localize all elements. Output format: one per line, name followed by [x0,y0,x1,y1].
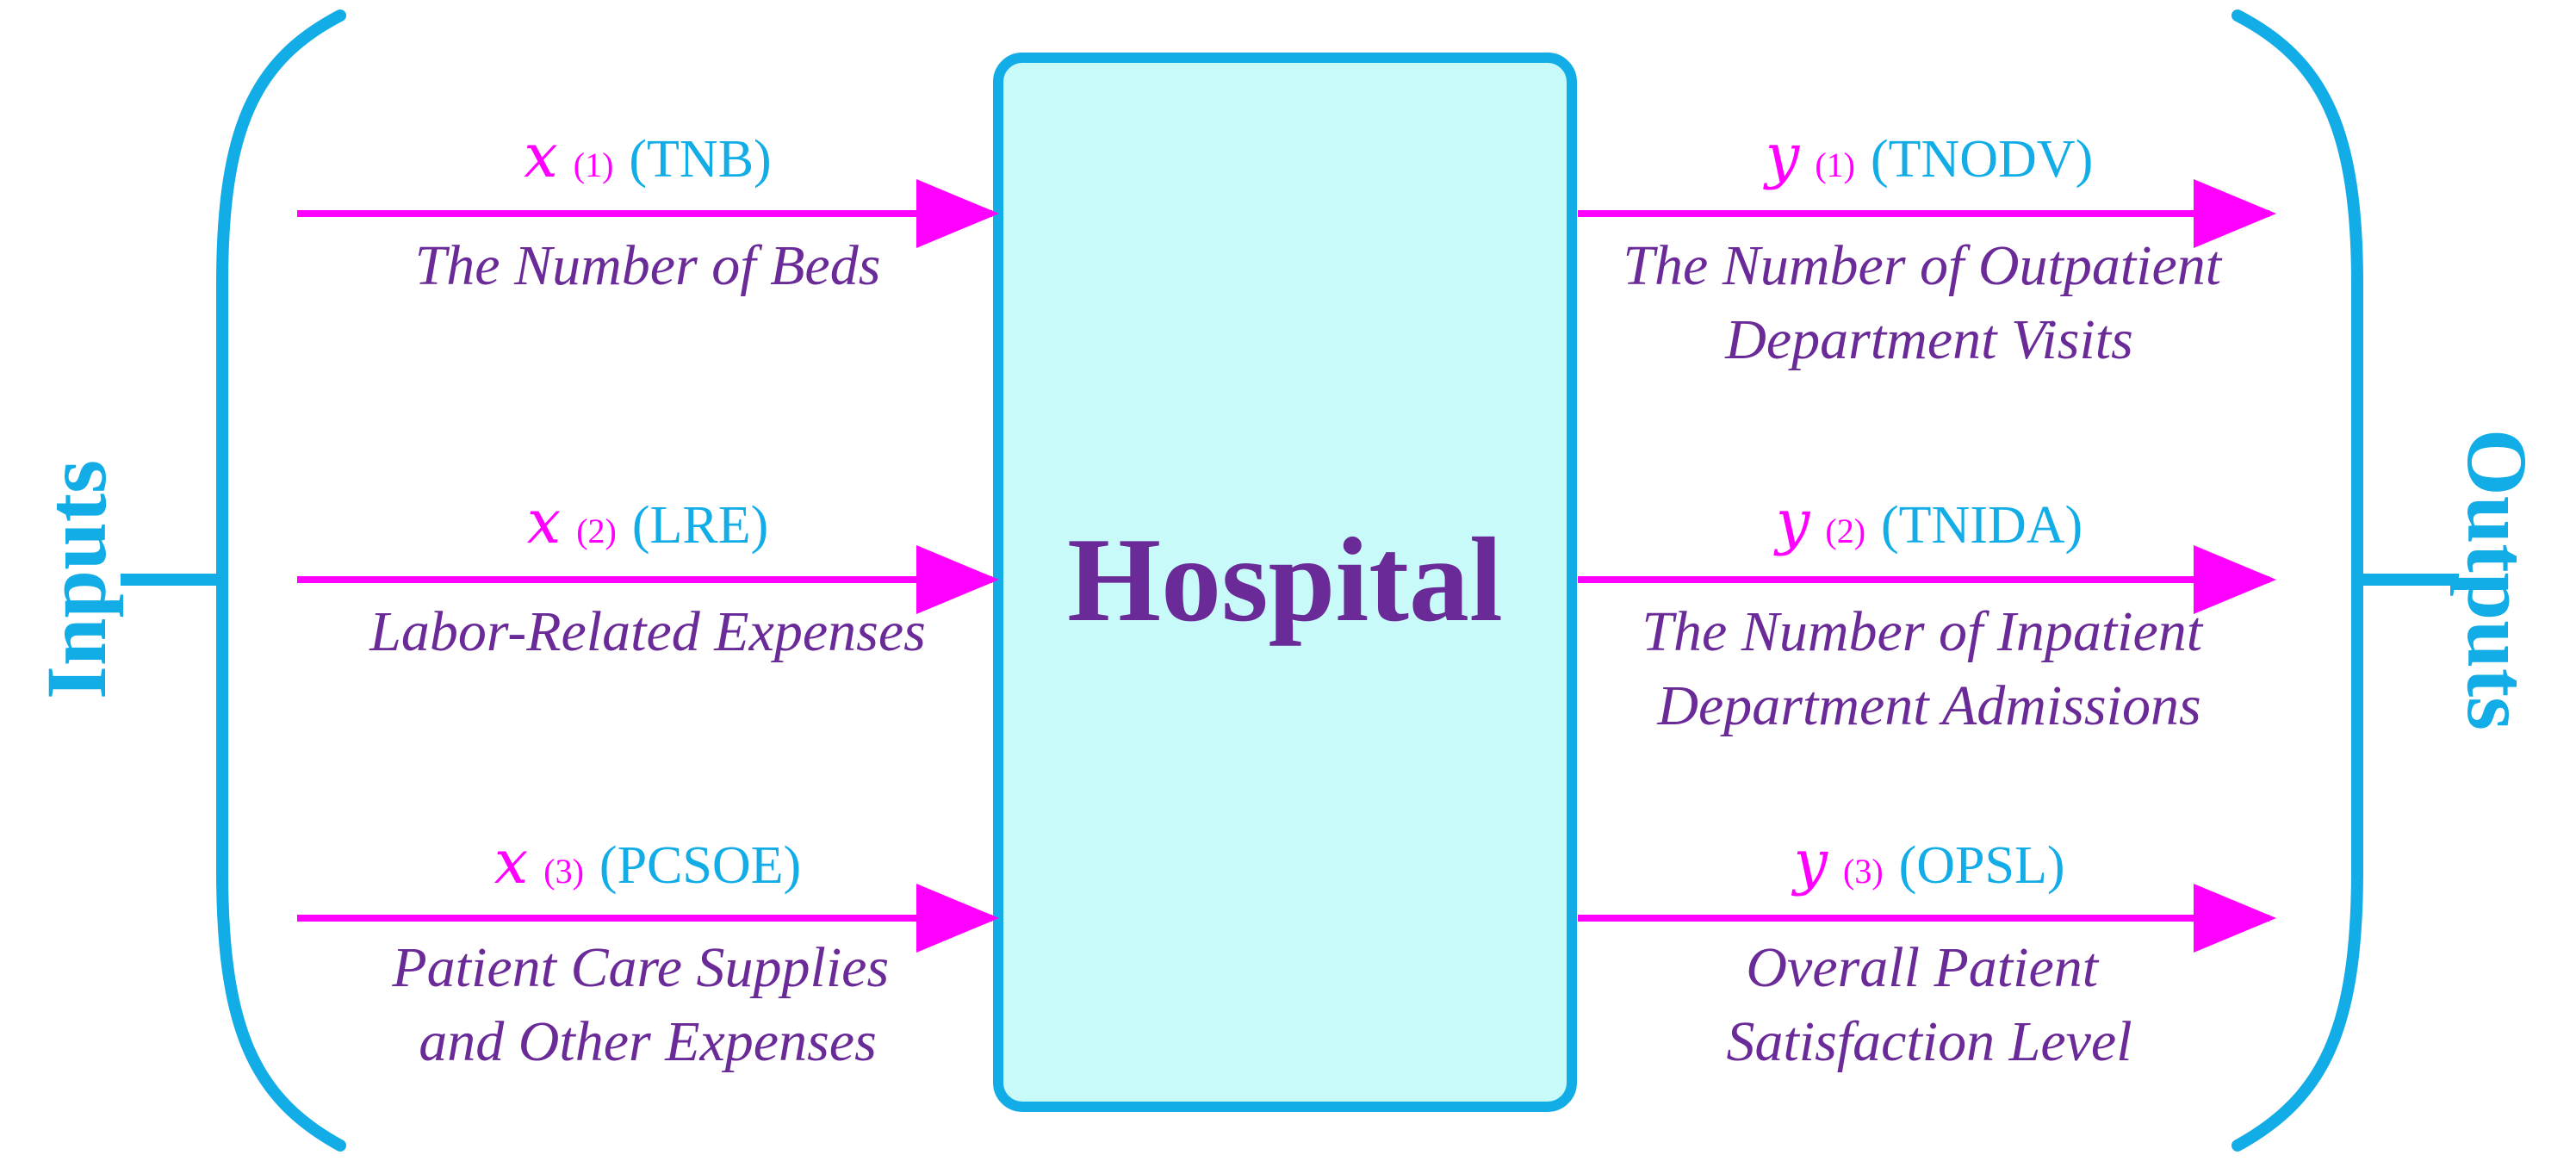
input-description: Patient Care Supplies and Other Expenses [391,936,903,1073]
output-description-line: Satisfaction Level [1726,1010,2132,1073]
output-description: Overall Patient Satisfaction Level [1726,936,2132,1073]
output-description-line: The Number of Outpatient [1623,234,2222,297]
input-group: x (2) (LRE) Labor-Related Expenses [297,487,999,663]
input-variable: x [527,487,561,557]
output-group: y (3) (OPSL) Overall Patient Satisfactio… [1578,827,2276,1073]
output-abbr: (OPSL) [1899,836,2065,895]
input-description-line: Labor-Related Expenses [369,600,926,663]
inputs-label: Inputs [28,460,124,699]
output-label: y (2) (TNIDA) [1773,487,2083,557]
input-group: x (3) (PCSOE) Patient Care Supplies and … [297,827,999,1073]
input-label: x (1) (TNB) [524,121,771,191]
input-description-line: The Number of Beds [415,234,881,297]
output-description-line: Department Visits [1724,308,2133,371]
input-description: The Number of Beds [415,234,881,297]
output-index: (3) [1843,852,1884,891]
input-abbr: (PCSOE) [599,836,801,895]
output-group: y (2) (TNIDA) The Number of Inpatient De… [1578,487,2276,737]
output-group: y (1) (TNODV) The Number of Outpatient D… [1578,121,2276,371]
input-variable: x [524,121,557,191]
input-index: (2) [576,512,617,550]
input-group: x (1) (TNB) The Number of Beds [297,121,999,297]
output-description: The Number of Inpatient Department Admis… [1642,600,2216,737]
output-abbr: (TNIDA) [1881,496,2083,555]
output-index: (1) [1815,146,1855,184]
output-label: y (3) (OPSL) [1791,827,2064,897]
output-variable: y [1791,827,1828,897]
output-description-line: Overall Patient [1746,936,2099,999]
input-variable: x [494,827,528,897]
output-description-line: The Number of Inpatient [1642,600,2203,663]
input-label: x (3) (PCSOE) [494,827,801,897]
output-variable: y [1763,121,1801,191]
output-description: The Number of Outpatient Department Visi… [1623,234,2235,371]
input-index: (1) [574,146,614,184]
input-abbr: (TNB) [629,130,771,189]
input-label: x (2) (LRE) [527,487,769,557]
input-description-line: and Other Expenses [419,1010,877,1073]
hospital-label: Hospital [1067,513,1503,647]
outputs-label: Outputs [2449,429,2545,730]
input-index: (3) [543,852,584,891]
output-index: (2) [1825,512,1865,550]
output-abbr: (TNODV) [1871,130,2093,189]
input-description: Labor-Related Expenses [369,600,926,663]
input-description-line: Patient Care Supplies [391,936,889,999]
output-description-line: Department Admissions [1656,674,2200,737]
output-variable: y [1773,487,1811,557]
input-abbr: (LRE) [632,496,768,555]
output-label: y (1) (TNODV) [1763,121,2093,191]
